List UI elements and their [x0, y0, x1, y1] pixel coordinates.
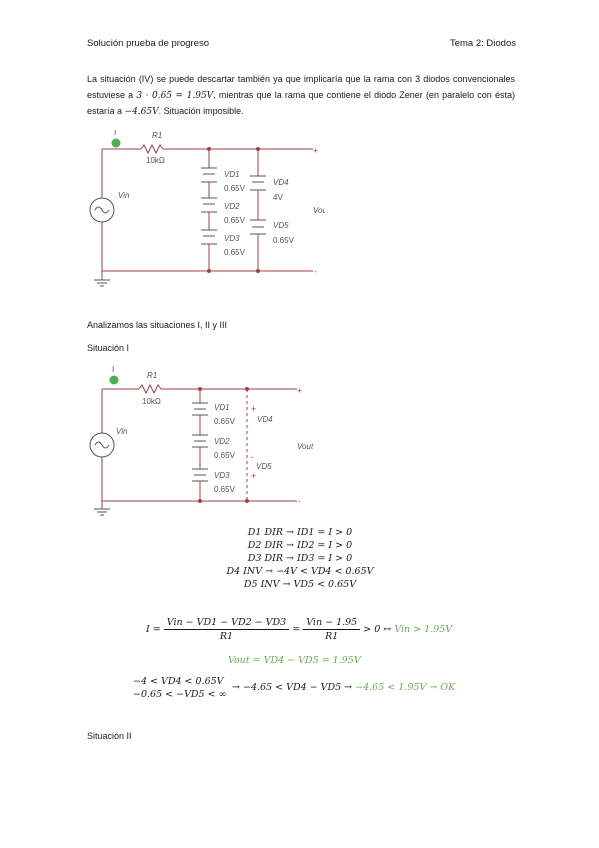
minus-terminal: - — [314, 267, 317, 276]
vd1-value-2: 0.65V — [214, 417, 236, 426]
intro-math-1: 3 · 0.65 = 1.95V — [136, 90, 214, 101]
probe-label: I — [114, 130, 116, 137]
section-heading: Analizamos las situaciones I, II y III — [87, 320, 228, 330]
plus-terminal-2: + — [297, 386, 302, 395]
intro-text-2: , mientras que la rama que contiene el d… — [87, 89, 515, 117]
minus-terminal-2: - — [298, 497, 301, 506]
ground-icon — [94, 279, 110, 287]
situation-1-title: Situación I — [87, 343, 130, 353]
r1-value-2: 10kΩ — [142, 397, 161, 406]
vd3-label-2: VD3 — [214, 471, 230, 480]
intro-paragraph: La situación (IV) se puede descartar tam… — [87, 72, 515, 121]
vd3-label: VD3 — [224, 234, 240, 243]
ground-icon-2 — [94, 508, 110, 516]
vd2-label: VD2 — [224, 202, 240, 211]
vd4-plus: + — [251, 404, 256, 414]
intro-math-2: −4.65V — [124, 107, 159, 117]
vd3-value: 0.65V — [224, 248, 246, 257]
equals-sign: = — [292, 624, 301, 635]
range-line-2: −0.65 < −VD5 < ∞ — [133, 689, 227, 700]
vd1-label: VD1 — [224, 170, 240, 179]
page-header-right: Tema 2: Diodos — [449, 38, 516, 49]
r1-value: 10kΩ — [146, 156, 165, 165]
source-label-2: Vin — [116, 427, 128, 436]
plus-terminal: + — [313, 146, 318, 155]
vd5-plus: + — [251, 471, 256, 481]
vd1-label-2: VD1 — [214, 403, 230, 412]
vd1-value: 0.65V — [224, 184, 246, 193]
vd2-value: 0.65V — [224, 216, 246, 225]
current-result: Vin > 1.95V — [394, 624, 453, 635]
current-probe-icon-2 — [109, 375, 119, 385]
current-tail: > 0 ↔ — [363, 624, 392, 635]
r1-name: R1 — [152, 131, 162, 140]
range-lines: −4 < VD4 < 0.65V −0.65 < −VD5 < ∞ — [133, 675, 227, 701]
fraction-1-numerator: Vin − VD1 − VD2 − VD3 — [163, 617, 290, 630]
vd3-value-2: 0.65V — [214, 485, 236, 494]
intro-text-3: . Situación imposible. — [158, 106, 244, 116]
condition-d4: D4 INV → −4V < VD4 < 0.65V — [226, 566, 374, 577]
condition-d1: D1 DIR → ID1 = I > 0 — [247, 527, 353, 538]
range-conclusion: → −4.65 < VD4 − VD5 → −4.65 < 1.95V → OK — [232, 682, 455, 693]
vd4-minus: - — [251, 452, 254, 462]
vd5-label-2: VD5 — [256, 462, 272, 471]
current-probe-icon — [111, 138, 121, 148]
vout-label-2: Vout — [297, 442, 314, 451]
vd4-label: VD4 — [273, 178, 289, 187]
vout-equation: Vout = VD4 − VD5 = 1.95V — [228, 655, 361, 666]
current-lhs: I = — [146, 624, 161, 635]
intro-text-1: La situación (IV) se puede descartar tam… — [87, 74, 515, 100]
vd2-label-2: VD2 — [214, 437, 230, 446]
condition-d3: D3 DIR → ID3 = I > 0 — [247, 553, 353, 564]
range-line-1: −4 < VD4 < 0.65V — [133, 676, 224, 687]
fraction-1-denominator: R1 — [219, 631, 234, 642]
r1-name-2: R1 — [147, 371, 157, 380]
range-mid: → −4.65 < VD4 − VD5 → — [232, 682, 353, 693]
fraction-2-numerator: Vin − 1.95 — [303, 617, 361, 630]
vd2-value-2: 0.65V — [214, 451, 236, 460]
condition-d2: D2 DIR → ID2 = I > 0 — [247, 540, 353, 551]
probe-label-2: I — [112, 365, 114, 374]
vd5-value: 0.65V — [273, 236, 295, 245]
fraction-2-denominator: R1 — [325, 631, 339, 642]
situation-2-title: Situación II — [87, 731, 132, 741]
diode-conditions: D1 DIR → ID1 = I > 0 D2 DIR → ID2 = I > … — [190, 526, 410, 591]
page-header-left: Solución prueba de progreso — [87, 38, 210, 49]
condition-d5: D5 INV → VD5 < 0.65V — [243, 579, 357, 590]
vd5-label: VD5 — [273, 221, 289, 230]
vd4-value: 4V — [273, 193, 283, 202]
vout-label: Vout — [313, 206, 325, 215]
source-label: Vin — [118, 191, 130, 200]
vd4-label-2: VD4 — [257, 415, 273, 424]
circuit-diagram-1: I R1 10kΩ Vin VD1 0.65V VD2 0.65V VD3 0.… — [89, 130, 325, 287]
circuit-diagram-2: I R1 10kΩ Vin VD1 0.65V VD2 0.65V VD3 0.… — [89, 365, 314, 516]
range-result: −4.65 < 1.95V → OK — [355, 682, 456, 693]
